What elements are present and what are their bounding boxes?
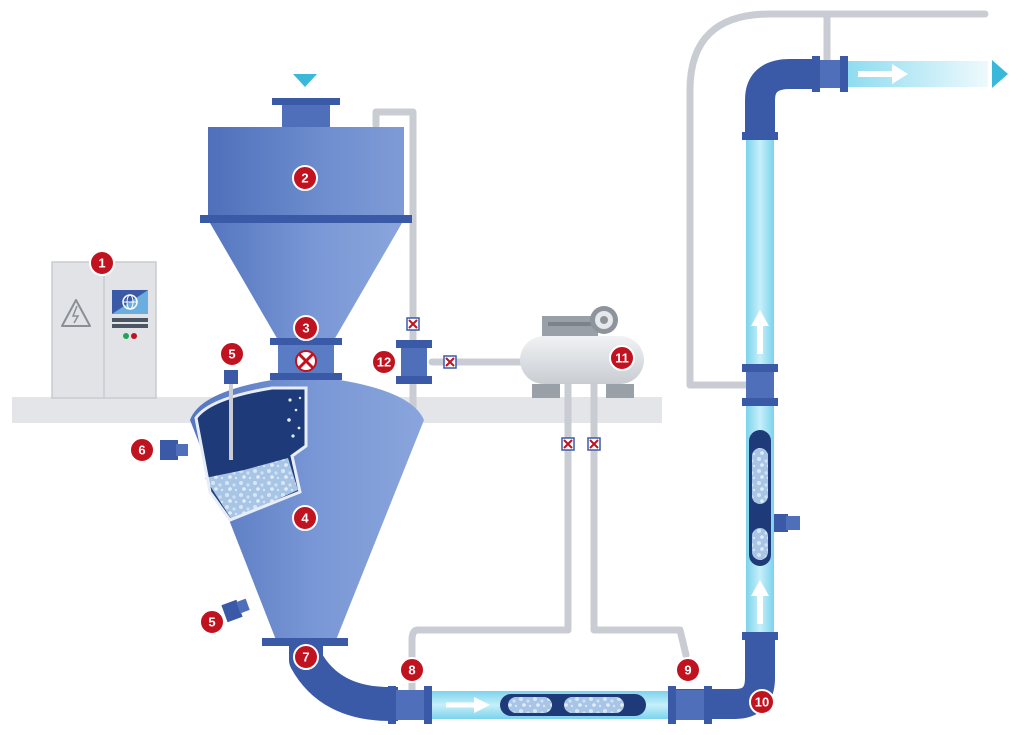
callout-label: 12 (377, 355, 391, 370)
globe-icon (122, 294, 138, 310)
high-voltage-icon (61, 299, 91, 327)
callout-label: 9 (684, 663, 691, 678)
arrow-icon (751, 310, 769, 624)
callout-inlet-valve: 3 (293, 315, 319, 341)
callout-outlet-valve: 7 (293, 644, 319, 670)
callout-side-fitting: 6 (129, 437, 155, 463)
callout-pipe-bend: 10 (749, 689, 775, 715)
callout-air-injection-point-1: 8 (399, 657, 425, 683)
material-plug-horizontal (500, 694, 646, 716)
callout-label: 5 (228, 347, 235, 362)
callout-label: 6 (138, 443, 145, 458)
callout-label: 4 (301, 511, 309, 526)
air-supply-lines (372, 10, 989, 694)
callout-level-sensor-top: 5 (219, 341, 245, 367)
level-sensor-top (224, 370, 238, 460)
inlet-valve (270, 338, 342, 380)
status-led-red (131, 333, 137, 339)
callout-pressure-vessel: 4 (292, 505, 318, 531)
callout-label: 2 (301, 171, 308, 186)
callout-feed-hopper: 2 (292, 165, 318, 191)
callout-label: 7 (302, 650, 309, 665)
material-plug-vertical (749, 430, 771, 566)
callout-level-sensor-bottom: 5 (199, 609, 225, 635)
control-cabinet (51, 261, 157, 399)
feed-hopper (200, 98, 412, 340)
pipe-flanges (388, 56, 848, 724)
callout-air-injection-point-2: 9 (675, 657, 701, 683)
callout-label: 5 (208, 615, 215, 630)
callout-label: 1 (98, 256, 105, 271)
callout-compressor: 11 (609, 345, 635, 371)
triangle-right-icon (992, 60, 1008, 88)
side-fitting (160, 440, 188, 460)
callout-vent-valve: 12 (371, 349, 397, 375)
pipe-sensor (774, 514, 788, 532)
air-valves (406, 317, 601, 451)
arrow-icon (858, 64, 908, 84)
callout-label: 3 (302, 321, 309, 336)
cabinet-keypad (112, 318, 148, 328)
compressor (520, 306, 644, 398)
level-sensor-bottom (221, 598, 250, 623)
callout-label: 8 (408, 663, 415, 678)
callout-label: 10 (755, 695, 769, 710)
status-led-green (123, 333, 129, 339)
triangle-down-icon (293, 74, 317, 87)
callout-control-cabinet: 1 (89, 250, 115, 276)
callout-label: 11 (615, 351, 629, 366)
vent-valve (396, 340, 432, 384)
